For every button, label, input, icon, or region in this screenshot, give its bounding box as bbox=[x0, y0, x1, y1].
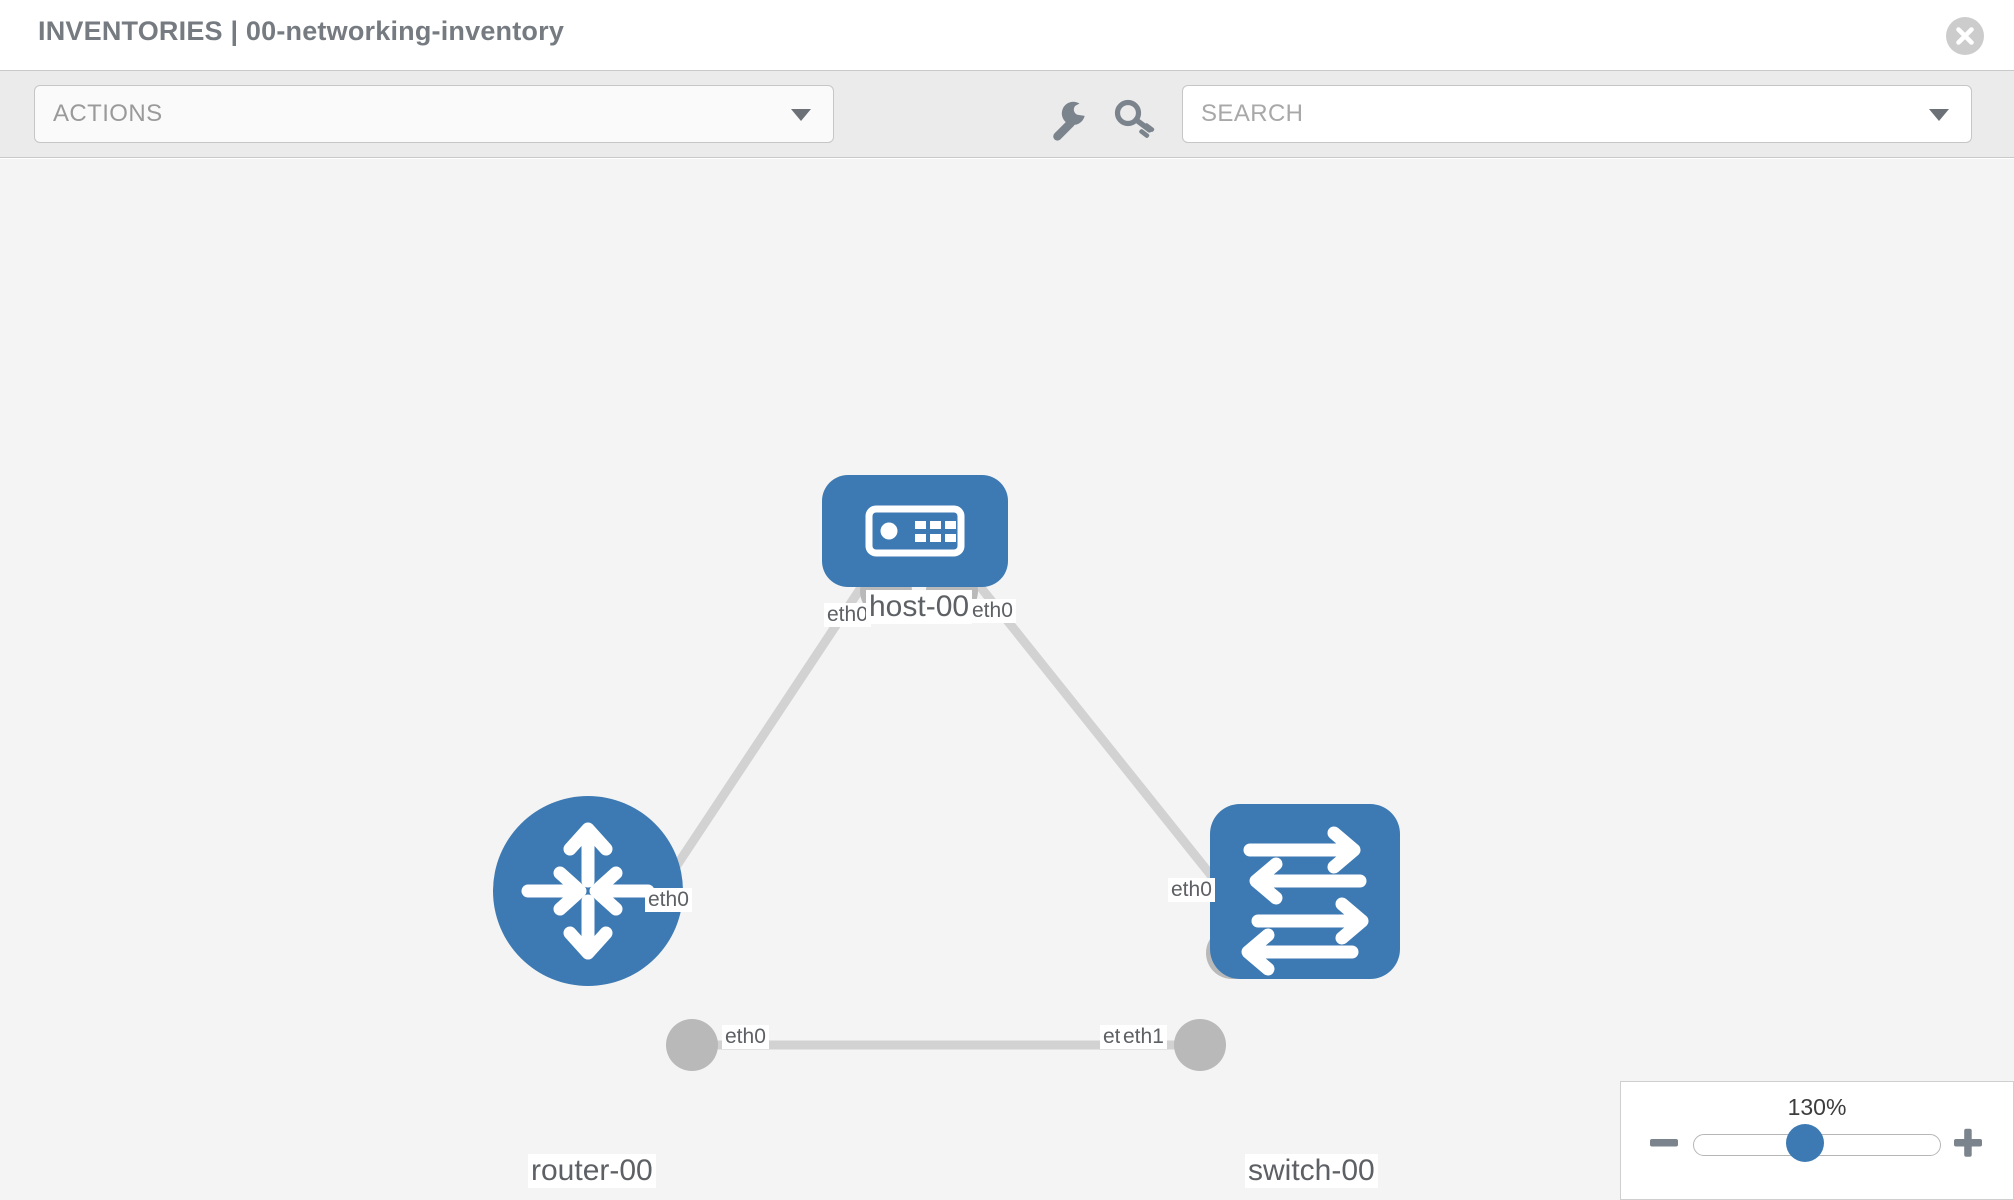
node-label-host-00: host-00 bbox=[866, 590, 973, 624]
search-input[interactable]: SEARCH bbox=[1182, 85, 1972, 143]
actions-dropdown[interactable]: ACTIONS bbox=[34, 85, 834, 143]
interface-label: eth0 bbox=[824, 603, 871, 628]
close-icon[interactable] bbox=[1946, 17, 1984, 55]
node-label-router-00: router-00 bbox=[528, 1154, 656, 1188]
zoom-percent-label: 130% bbox=[1787, 1094, 1847, 1120]
search-placeholder: SEARCH bbox=[1201, 100, 1304, 127]
topology-links bbox=[636, 556, 1262, 1050]
interface-label: eth1 bbox=[1120, 1025, 1167, 1050]
interface-label: eth0 bbox=[1168, 878, 1215, 903]
connector-switch00-west bbox=[1174, 1019, 1226, 1071]
window-titlebar: INVENTORIES | 00-networking-inventory bbox=[0, 0, 2014, 70]
node-label-switch-00: switch-00 bbox=[1245, 1154, 1378, 1188]
actions-dropdown-label: ACTIONS bbox=[53, 100, 163, 127]
switch-arrows-icon bbox=[1241, 826, 1369, 976]
chevron-down-icon bbox=[791, 109, 811, 121]
node-switch-00[interactable] bbox=[1210, 804, 1400, 979]
chevron-down-icon[interactable] bbox=[1929, 109, 1949, 121]
page-title: INVENTORIES | 00-networking-inventory bbox=[38, 16, 565, 46]
zoom-control: 130% bbox=[1620, 1081, 2014, 1200]
connector-router00-east bbox=[666, 1019, 718, 1071]
wrench-icon[interactable] bbox=[1046, 97, 1092, 143]
key-icon[interactable] bbox=[1112, 97, 1158, 143]
topology-graph bbox=[493, 475, 1400, 1071]
node-router-00[interactable] bbox=[493, 796, 683, 986]
interface-label: eth0 bbox=[722, 1025, 769, 1050]
topology-toolbar: ACTIONS SEARCH bbox=[0, 70, 2014, 158]
router-arrows-icon bbox=[521, 822, 655, 960]
minus-icon[interactable] bbox=[1647, 1126, 1681, 1160]
interface-label: eth0 bbox=[645, 888, 692, 913]
plus-icon[interactable] bbox=[1951, 1126, 1985, 1160]
topology-canvas[interactable]: eth0 eth0 eth0 eth0 eth0 eth0 eth1 host-… bbox=[0, 159, 2014, 1200]
interface-label: eth0 bbox=[969, 599, 1016, 624]
zoom-slider-thumb[interactable] bbox=[1786, 1124, 1824, 1162]
node-host-00[interactable] bbox=[822, 475, 1008, 587]
server-icon bbox=[865, 505, 965, 557]
